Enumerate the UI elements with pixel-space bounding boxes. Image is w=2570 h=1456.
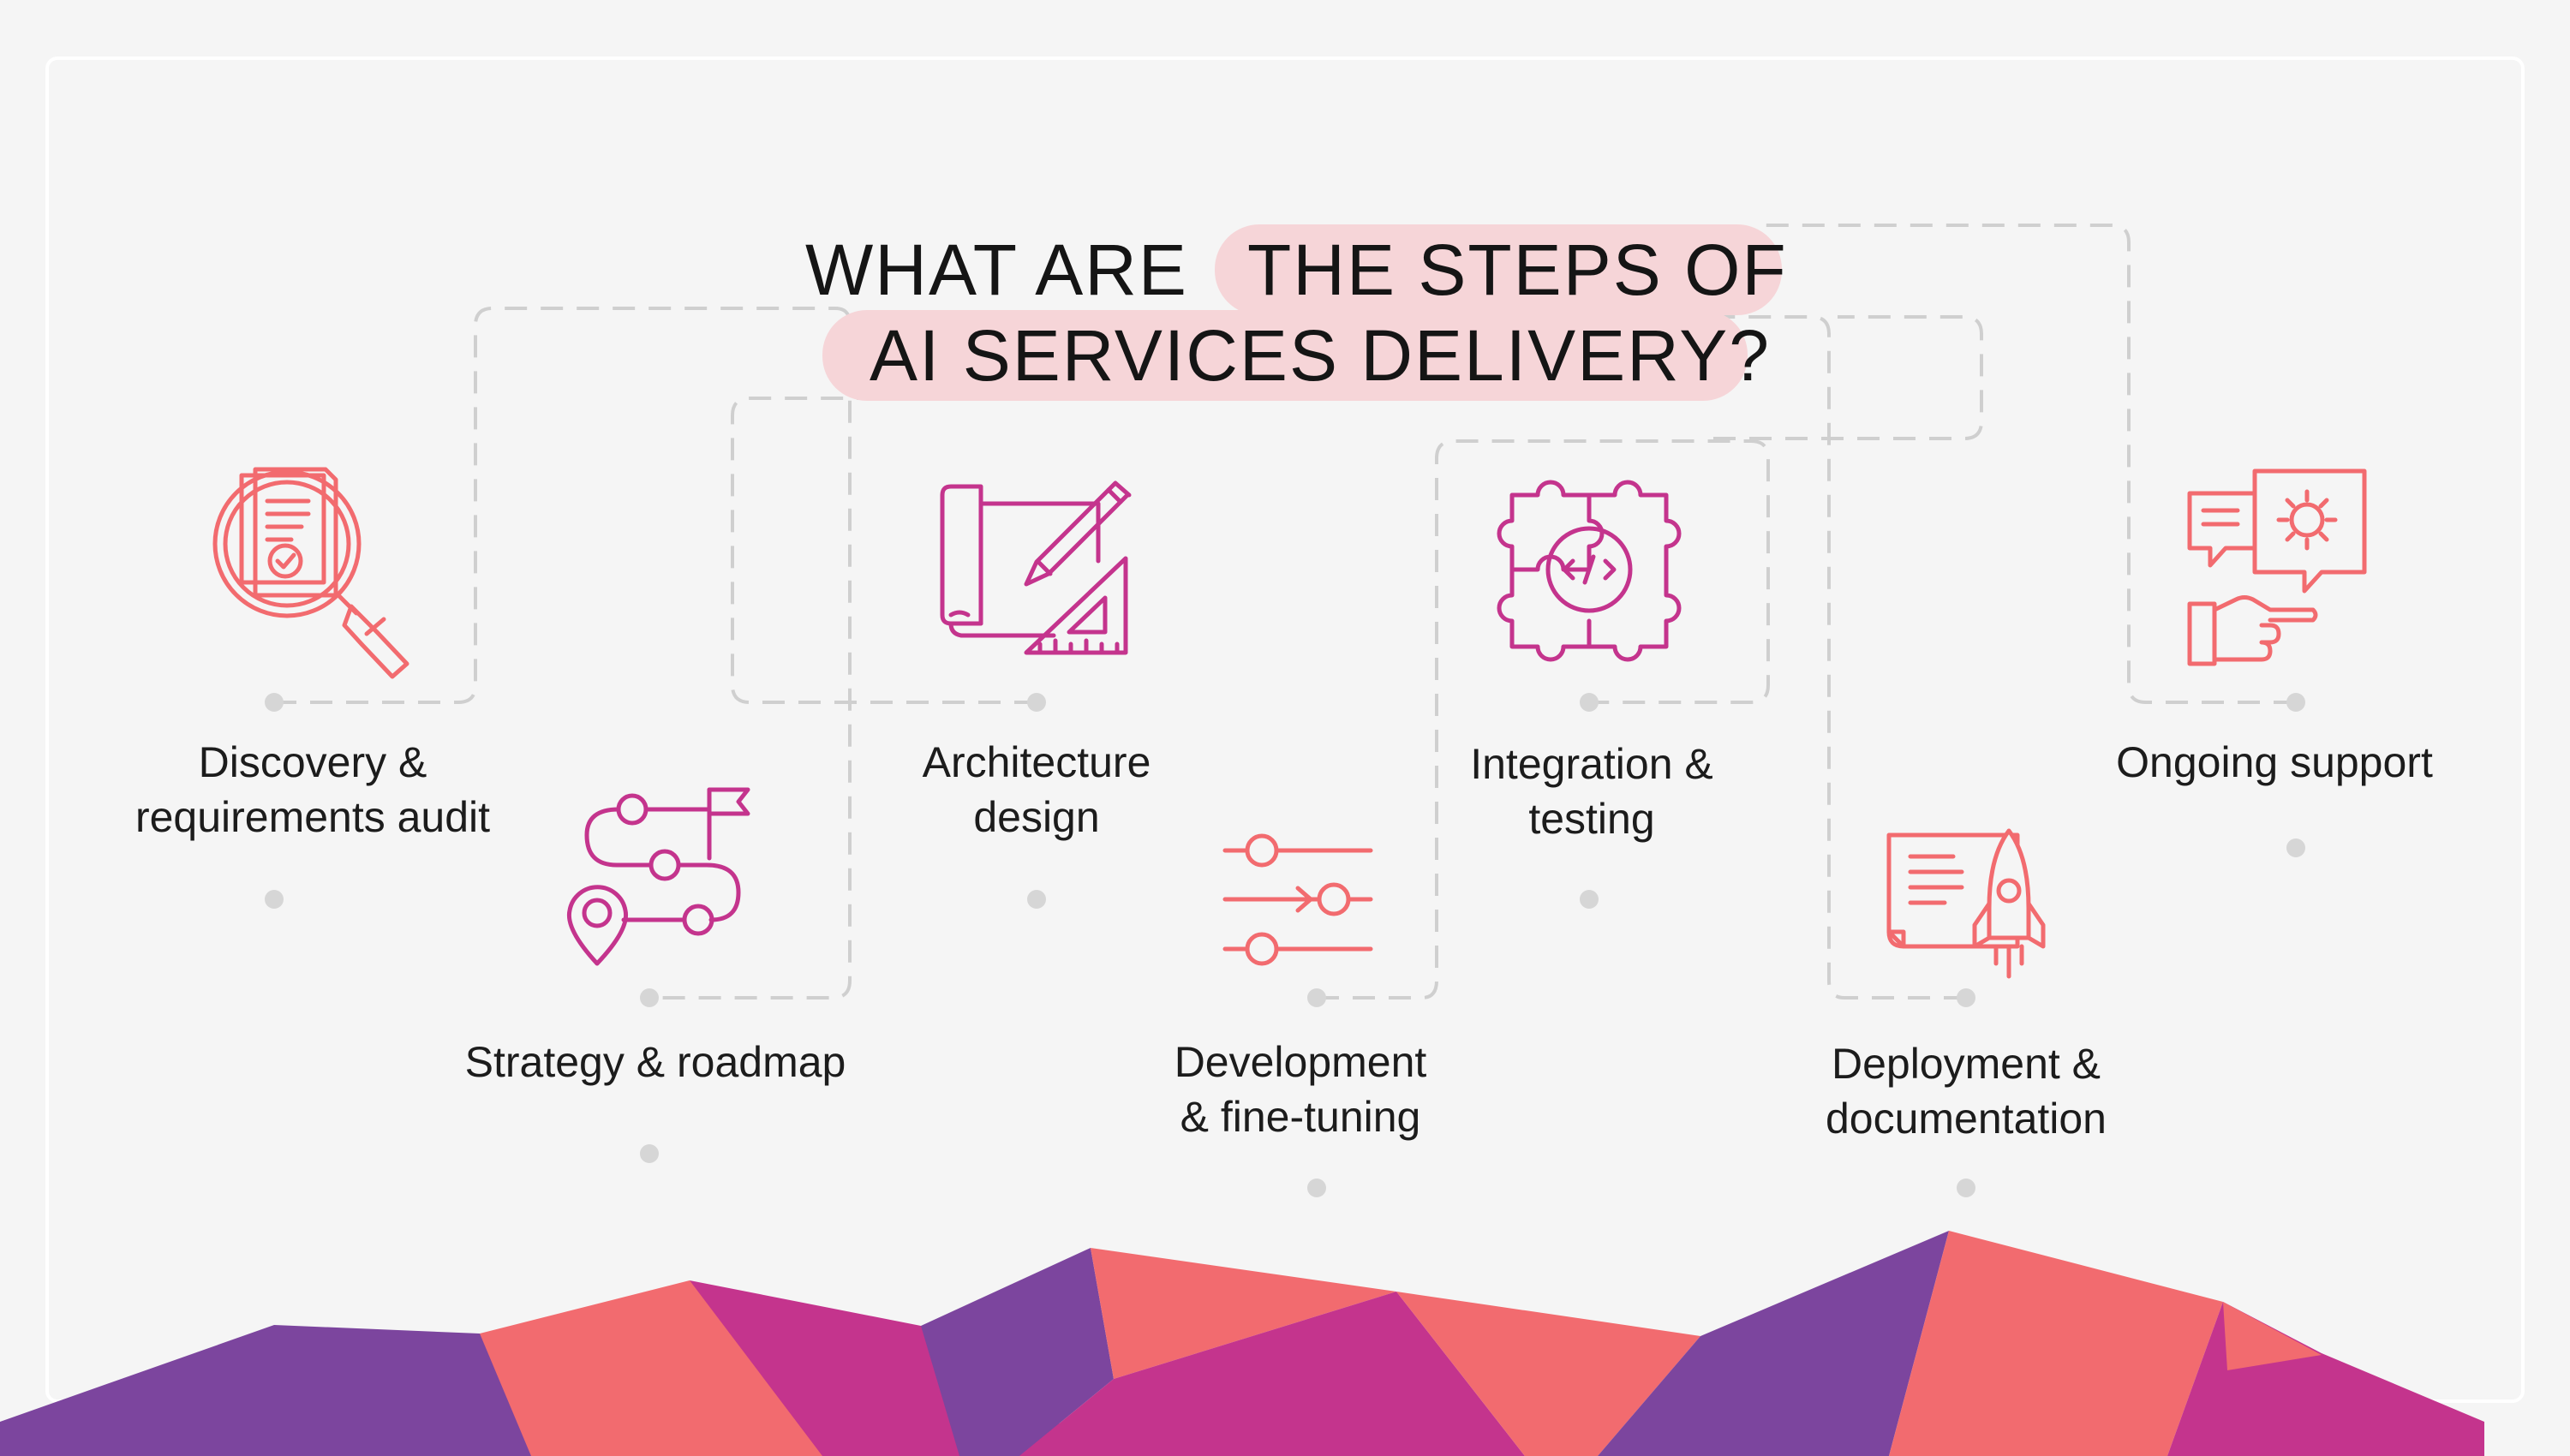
- connector-integration-support: [1713, 315, 1983, 440]
- title-line1-plain: WHAT ARE: [805, 230, 1188, 310]
- dot: [640, 1144, 659, 1163]
- step-label-architecture: Architecture design: [865, 735, 1208, 844]
- step-label-support: Ongoing support: [2090, 735, 2459, 790]
- step-label-line: Ongoing support: [2116, 738, 2433, 786]
- connector-discovery: [274, 307, 852, 1000]
- step-label-line: Discovery &: [198, 738, 427, 786]
- dot: [1957, 1179, 1975, 1197]
- step-label-strategy: Strategy & roadmap: [441, 1035, 870, 1089]
- step-label-line: Integration &: [1470, 740, 1713, 788]
- step-label-line: testing: [1528, 795, 1655, 843]
- support-chat-icon: [2187, 468, 2367, 666]
- step-label-line: & fine-tuning: [1180, 1093, 1421, 1141]
- step-label-line: Architecture: [922, 738, 1151, 786]
- connector-strategy-architecture: [731, 397, 1037, 704]
- dot: [265, 890, 284, 909]
- step-label-line: Deployment &: [1831, 1040, 2101, 1088]
- sliders-icon: [1222, 833, 1373, 966]
- step-dots: [265, 693, 2305, 1197]
- puzzle-code-icon: [1497, 480, 1682, 662]
- mountain-decoration: [0, 1231, 2484, 1456]
- title-highlight-line2: [822, 310, 1748, 401]
- step-label-line: Strategy & roadmap: [464, 1038, 846, 1086]
- dot: [1307, 988, 1326, 1007]
- connector-deployment: [1589, 315, 1966, 1000]
- step-label-line: documentation: [1825, 1095, 2107, 1143]
- step-label-line: requirements audit: [134, 793, 491, 841]
- step-label-development: Development & fine-tuning: [1129, 1035, 1472, 1144]
- connector-development: [1317, 439, 1770, 1000]
- blueprint-pencil-icon: [940, 480, 1132, 655]
- dot: [1957, 988, 1975, 1007]
- title-line2-highlight: AI SERVICES DELIVERY?: [870, 315, 1772, 396]
- dot: [1307, 1179, 1326, 1197]
- dot: [1580, 693, 1599, 712]
- step-label-line: Development: [1174, 1038, 1427, 1086]
- dot: [2286, 838, 2305, 857]
- rocket-document-icon: [1886, 828, 2046, 979]
- dot: [265, 693, 284, 712]
- route-map-icon: [566, 787, 750, 966]
- document-search-icon: [212, 467, 409, 679]
- dashed-connectors: [274, 224, 2296, 1000]
- step-label-discovery: Discovery & requirements audit: [111, 735, 514, 844]
- connector-support: [1765, 224, 2296, 704]
- dot: [2286, 693, 2305, 712]
- dot: [640, 988, 659, 1007]
- step-label-integration: Integration & testing: [1420, 737, 1763, 846]
- step-label-line: design: [973, 793, 1100, 841]
- title-line1-highlight: THE STEPS OF: [1247, 230, 1788, 310]
- dot: [1027, 693, 1046, 712]
- dot: [1580, 890, 1599, 909]
- title-highlight-line1: [1215, 224, 1782, 315]
- step-label-deployment: Deployment & documentation: [1790, 1036, 2142, 1146]
- dot: [1027, 890, 1046, 909]
